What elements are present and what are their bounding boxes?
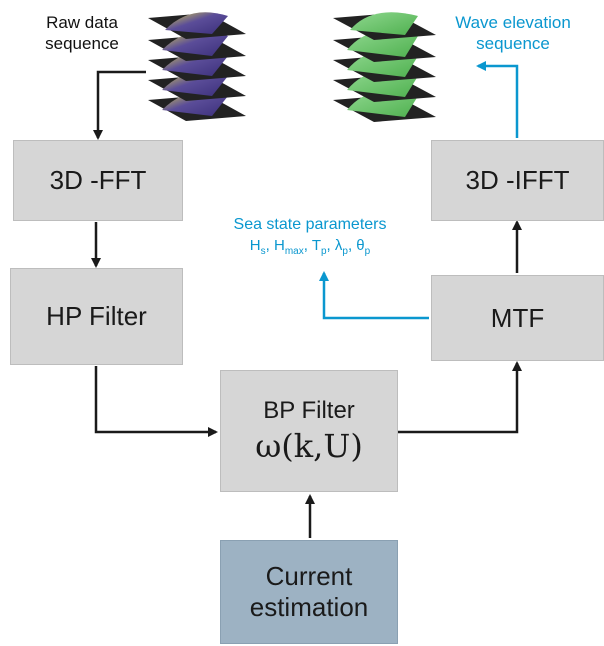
- mtf-box: MTF: [431, 275, 604, 361]
- bp-filter-box: BP Filter ω(k,U): [220, 370, 398, 492]
- current-estimation-label-line1: Current: [265, 561, 353, 591]
- current-estimation-label-line2: estimation: [249, 592, 369, 622]
- raw-data-image-stack: [148, 12, 246, 121]
- fft-box-label: 3D -FFT: [49, 165, 147, 195]
- sea-state-label: Sea state parameters Hs, Hmax, Tp, λp, θ…: [210, 214, 410, 262]
- mtf-box-label: MTF: [490, 302, 545, 333]
- param-hs: Hs: [249, 237, 266, 257]
- param-lambda: λp: [334, 237, 348, 257]
- sea-state-params: Hs, Hmax, Tp, λp, θp: [249, 237, 371, 257]
- bp-filter-box-label: BP Filter: [263, 397, 355, 424]
- arrow-bp-to-mtf: [398, 361, 522, 434]
- sea-state-title: Sea state parameters: [233, 216, 387, 233]
- wave-elevation-image-stack: [333, 12, 436, 122]
- hp-filter-box: HP Filter: [10, 268, 183, 365]
- param-theta: θp: [356, 237, 371, 257]
- wave-elevation-label: Wave elevation sequence: [438, 12, 588, 54]
- hp-filter-box-label: HP Filter: [46, 301, 147, 331]
- raw-data-label-line2: sequence: [45, 34, 119, 53]
- wave-elevation-label-line1: Wave elevation: [455, 13, 571, 32]
- ifft-box-label: 3D -IFFT: [465, 165, 570, 195]
- param-tp: Tp: [311, 237, 327, 257]
- bp-filter-formula: ω(k,U): [255, 427, 363, 465]
- param-hmax: Hmax: [273, 237, 304, 257]
- current-estimation-box: Current estimation: [220, 540, 398, 644]
- arrow-raw-to-fft: [93, 70, 146, 140]
- fft-box: 3D -FFT: [13, 140, 183, 221]
- wave-elevation-label-line2: sequence: [476, 34, 550, 53]
- arrow-mtf-to-sea-state: [319, 271, 429, 320]
- raw-data-label: Raw data sequence: [22, 12, 142, 54]
- ifft-box: 3D -IFFT: [431, 140, 604, 221]
- raw-data-label-line1: Raw data: [46, 13, 118, 32]
- arrow-ifft-to-wave-elevation: [476, 61, 519, 138]
- arrow-hp-to-bp: [94, 366, 218, 437]
